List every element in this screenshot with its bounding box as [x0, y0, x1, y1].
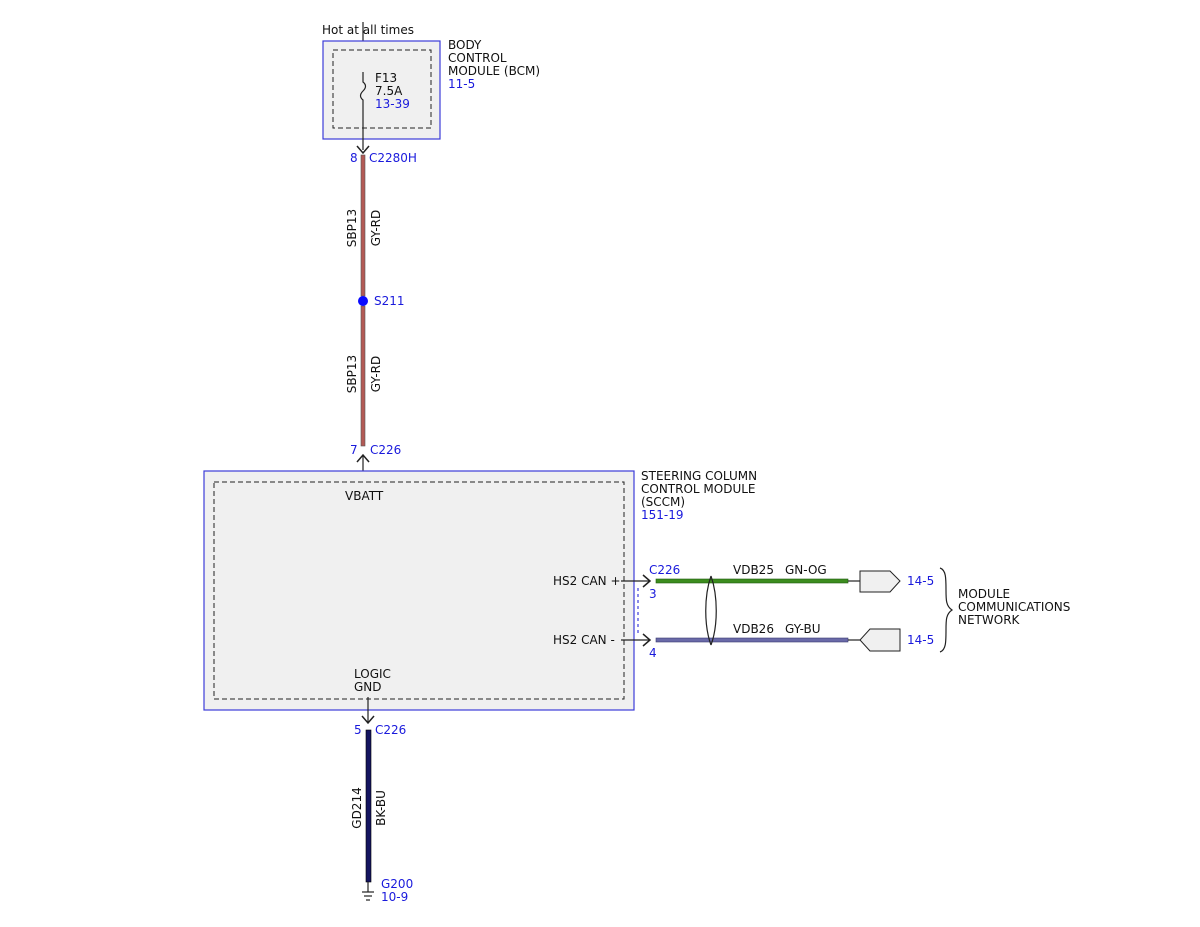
wire-gd214[interactable]: [365, 729, 372, 883]
splice-s211-label[interactable]: S211: [374, 294, 405, 308]
c226-gnd-connector-label[interactable]: C226: [375, 723, 406, 737]
wire-vdb26-color: GY-BU: [785, 622, 821, 636]
twisted-pair-symbol: [705, 575, 717, 646]
c226-power-pin: 7: [350, 443, 358, 457]
can-bus: C226 3 VDB25 GN-OG 14-5 4 VDB26 GY-BU 14…: [621, 563, 1070, 660]
sccm-block: VBATT LOGIC GND HS2 CAN + HS2 CAN - STEE…: [203, 469, 757, 722]
can-low-ref-link[interactable]: 14-5: [907, 633, 934, 647]
sccm-name-line-2: CONTROL MODULE: [641, 482, 756, 496]
wire-gd214-circuit: GD214: [350, 787, 364, 828]
wire-vdb26-circuit: VDB26: [733, 622, 774, 636]
c2280h-connector-label[interactable]: C2280H: [369, 151, 417, 165]
wire-vdb26[interactable]: [655, 637, 849, 643]
bcm-block: Hot at all times F13 7.5A 13-39 BODY CON…: [322, 22, 540, 165]
wire-sbp13-upper-color: GY-RD: [369, 210, 383, 247]
wire-sbp13-upper[interactable]: [360, 154, 366, 297]
c2280h-connector-arrow: [356, 145, 370, 155]
c226-gnd-connector-arrow: [361, 715, 375, 725]
c2280h-pin: 8: [350, 151, 358, 165]
fuse-f13-symbol[interactable]: [359, 72, 367, 150]
c226-gnd-pin: 5: [354, 723, 362, 737]
bcm-name-line-3: MODULE (BCM): [448, 64, 540, 78]
bcm-name-line-1: BODY: [448, 38, 482, 52]
network-label-line-2: COMMUNICATIONS: [958, 600, 1070, 614]
sccm-gnd-label-line-2: GND: [354, 680, 382, 694]
splice-s211-dot[interactable]: [358, 296, 368, 306]
sccm-inner-boundary: [213, 481, 625, 700]
sccm-name-line-3: (SCCM): [641, 495, 685, 509]
sccm-gnd-label-line-1: LOGIC: [354, 667, 391, 681]
can-high-connector-arrow: [642, 574, 652, 588]
can-low-connector-arrow: [642, 633, 652, 647]
c226-power-connector-label[interactable]: C226: [370, 443, 401, 457]
bcm-inner-boundary: [332, 49, 432, 129]
c226-can-connector-label[interactable]: C226: [649, 563, 680, 577]
sccm-vbatt-label: VBATT: [345, 489, 384, 503]
can-low-incoming-connector[interactable]: [859, 628, 901, 652]
can-high-ref-link[interactable]: 14-5: [907, 574, 934, 588]
wire-sbp13-lower[interactable]: [360, 305, 366, 447]
bcm-module-box[interactable]: [322, 40, 441, 140]
fuse-ref-link[interactable]: 13-39: [375, 97, 410, 111]
wire-vdb25-color: GN-OG: [785, 563, 827, 577]
network-brace: [939, 567, 954, 653]
can-low-pin: 4: [649, 646, 657, 660]
hs2-can-high-label: HS2 CAN +: [553, 574, 621, 588]
sccm-name-line-1: STEERING COLUMN: [641, 469, 757, 483]
fuse-rating: 7.5A: [375, 84, 403, 98]
ground-g200-ref-link[interactable]: 10-9: [381, 890, 408, 904]
bcm-name-line-2: CONTROL: [448, 51, 507, 65]
sccm-ref-link[interactable]: 151-19: [641, 508, 684, 522]
wire-sbp13-lower-color: GY-RD: [369, 356, 383, 393]
hs2-can-low-label: HS2 CAN -: [553, 633, 615, 647]
ground-g200-label[interactable]: G200: [381, 877, 413, 891]
wire-sbp13-lower-circuit: SBP13: [345, 355, 359, 393]
can-high-pin: 3: [649, 587, 657, 601]
wire-gd214-color: BK-BU: [374, 790, 388, 826]
sccm-module-box[interactable]: [203, 470, 635, 711]
ground-g200-symbol[interactable]: [362, 891, 374, 901]
fuse-name: F13: [375, 71, 397, 85]
bcm-ref-link[interactable]: 11-5: [448, 77, 475, 91]
wire-vdb25[interactable]: [655, 578, 849, 584]
network-label-line-1: MODULE: [958, 587, 1010, 601]
wire-sbp13-upper-circuit: SBP13: [345, 209, 359, 247]
wire-vdb25-circuit: VDB25: [733, 563, 774, 577]
power-source-label: Hot at all times: [322, 23, 414, 37]
can-high-outgoing-connector[interactable]: [859, 570, 901, 593]
network-label-line-3: NETWORK: [958, 613, 1021, 627]
wire-sbp13[interactable]: SBP13 GY-RD SBP13 GY-RD: [345, 154, 383, 447]
ground-circuit: 5 C226 GD214 BK-BU G200 10-9: [350, 715, 413, 904]
